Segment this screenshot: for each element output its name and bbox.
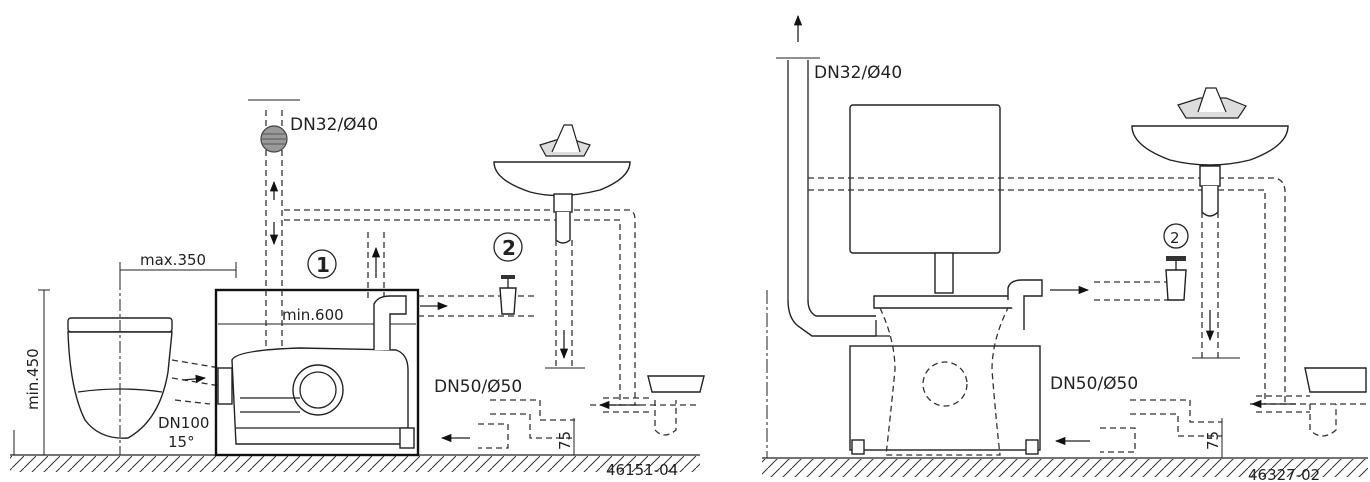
gate-valve-right	[1165, 256, 1187, 301]
enclosure-box	[214, 288, 420, 457]
gate-valve-left	[499, 275, 517, 315]
drain-label-left: DN50/Ø50	[434, 377, 522, 397]
left-floor	[10, 454, 700, 472]
washbasin-right	[1131, 87, 1289, 217]
marker-1: 1	[316, 253, 330, 277]
drain-label-right: DN50/Ø50	[1050, 374, 1138, 394]
pipe-label-left: DN32/Ø40	[290, 115, 378, 135]
pump-unit-right	[849, 345, 1041, 455]
unit-width-label: min.600	[282, 306, 344, 324]
pipe-label-right: DN32/Ø40	[814, 63, 902, 83]
angle-label: 15°	[168, 433, 195, 451]
floor-toilet	[873, 279, 1043, 456]
figure-code-right: 46327-02	[1248, 466, 1320, 482]
height-dimension-left: min.450	[13, 289, 50, 456]
marker-2-left: 2	[502, 236, 516, 260]
right-diagram: DN32/Ø40 2	[762, 14, 1368, 482]
width-dimension: max.350	[119, 251, 237, 278]
marker-2-right: 2	[1170, 229, 1180, 247]
left-diagram: min.450 max.350 DN100 15° min.600	[10, 99, 705, 479]
pump-unit-left	[217, 347, 415, 449]
figure-code-left: 46151-04	[606, 461, 678, 479]
width-label: max.350	[140, 251, 206, 269]
cistern	[849, 104, 1001, 254]
height-label: min.450	[24, 348, 42, 410]
wall-toilet	[67, 278, 173, 455]
washbasin-left	[493, 124, 631, 244]
height-dim-right: 75	[1204, 431, 1222, 450]
right-floor	[762, 457, 1368, 477]
height-dim-left: 75	[556, 431, 574, 450]
toilet-pipe-label: DN100	[158, 414, 209, 432]
